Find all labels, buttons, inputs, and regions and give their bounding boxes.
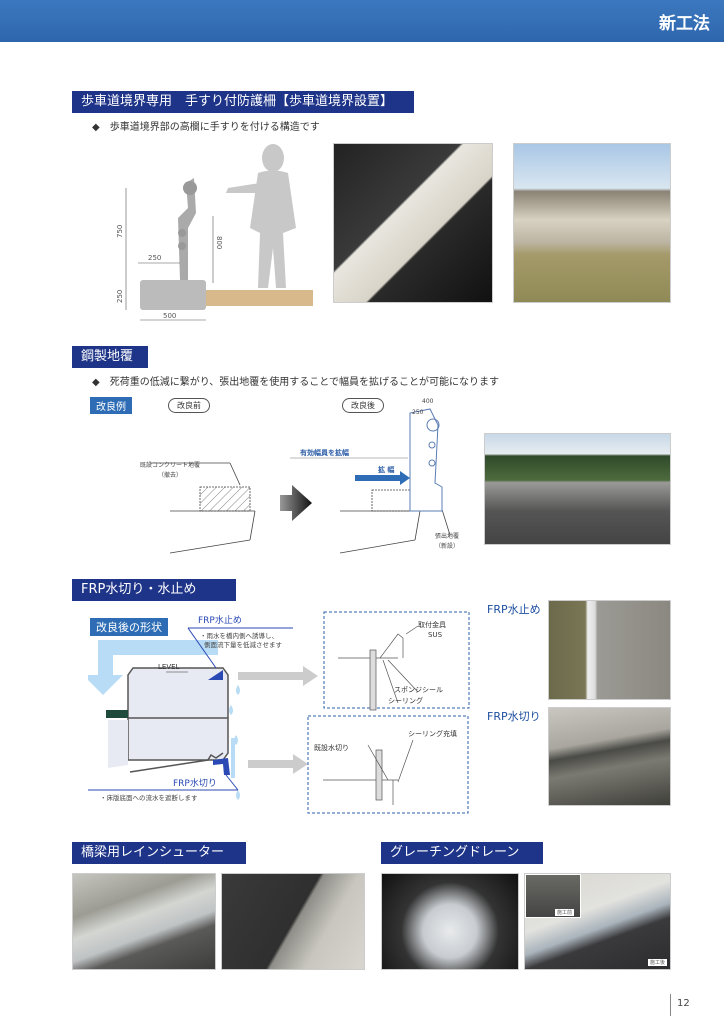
existing-curb-label: 既設コンクリート地覆 <box>140 461 200 469</box>
frp-stop-title: FRP水止め <box>198 614 242 626</box>
dim-500: 500 <box>163 312 176 320</box>
steel-diagram: 既設コンクリート地覆 （撤去） 400 250 張出地覆 （新設） 有効幅員を拡… <box>140 398 459 554</box>
sus-label: SUS <box>428 631 443 639</box>
section-title-steel: 鋼製地覆 <box>72 346 148 368</box>
frp-stop-photo <box>548 600 671 700</box>
overhang-label: 張出地覆 <box>435 532 459 540</box>
frp-cut-photo <box>548 707 671 806</box>
section-title-frp: FRP水切り・水止め <box>72 579 236 601</box>
frp-stop-photo-label: FRP水止め <box>487 603 541 616</box>
before-label: 改良前 <box>168 398 210 413</box>
frp-cut-photo-label: FRP水切り <box>487 710 541 723</box>
sponge-seal-label: スポンジシール <box>394 686 443 694</box>
frp-diagram: FRP水止め ・雨水を橋内側へ誘導し、 側面流下量を低減させます LEVEL F… <box>88 611 470 814</box>
dim-750: 750 <box>116 225 124 238</box>
handrail-photo-closeup <box>333 143 493 303</box>
shape-tag: 改良後の形状 <box>90 618 168 636</box>
section-title-handrail: 歩車道境界専用 手すり付防護柵【歩車道境界設置】 <box>72 91 414 113</box>
after-label: 改良後 <box>342 398 384 413</box>
rain-shooter-photo-2 <box>221 873 365 970</box>
grating-before-label: 施工前 <box>555 909 575 916</box>
steel-photo-bridge <box>484 433 671 545</box>
sealing-fill-label: シーリング充填 <box>408 729 457 738</box>
frp-stop-desc-2: 側面流下量を低減させます <box>204 640 283 649</box>
frp-cut-desc: ・床版底面への流水を遮断します <box>100 793 198 802</box>
handrail-bullet: ◆ 歩車道境界部の高欄に手すりを付ける構造です <box>92 122 320 133</box>
section-title-rain-shooter: 橋梁用レインシューター <box>72 842 246 864</box>
grating-drain-photo-2: 施工前 施工後 <box>524 873 671 970</box>
steel-bullet: ◆ 死荷重の低減に繋がり、張出地覆を使用することで幅員を拡げることが可能になりま… <box>92 377 499 388</box>
frp-cut-title: FRP水切り <box>173 777 217 789</box>
widen-label: 拡 幅 <box>378 465 394 474</box>
grating-after-label: 施工後 <box>647 959 667 966</box>
page-number-divider <box>670 994 671 1016</box>
page-number: 12 <box>677 998 690 1009</box>
fitting-label: 取付金具 <box>418 620 446 629</box>
handrail-diagram: 750 800 250 250 500 <box>116 144 313 321</box>
page-header <box>0 0 724 42</box>
dim-250-width: 250 <box>148 254 161 262</box>
existing-drip-label: 既設水切り <box>314 743 349 752</box>
dim-250: 250 <box>412 409 424 416</box>
header-title: 新工法 <box>659 14 710 34</box>
example-tag: 改良例 <box>90 397 132 414</box>
level-label: LEVEL <box>158 663 180 671</box>
removed-label: （撤去） <box>158 471 182 479</box>
dim-250-height: 250 <box>116 290 124 303</box>
frp-stop-desc-1: ・雨水を橋内側へ誘導し、 <box>200 631 278 640</box>
dim-800: 800 <box>215 236 223 249</box>
rain-shooter-photo-1 <box>72 873 216 970</box>
section-title-grating-drain: グレーチングドレーン <box>381 842 543 864</box>
dim-400: 400 <box>422 398 434 405</box>
grating-drain-photo-1 <box>381 873 519 970</box>
sealing-label: シーリング <box>388 696 423 705</box>
widen-effective-label: 有効幅員を拡幅 <box>300 448 349 457</box>
grating-before-inset <box>525 874 581 918</box>
new-label: （新設） <box>435 542 459 550</box>
handrail-photo-bridge <box>513 143 671 303</box>
